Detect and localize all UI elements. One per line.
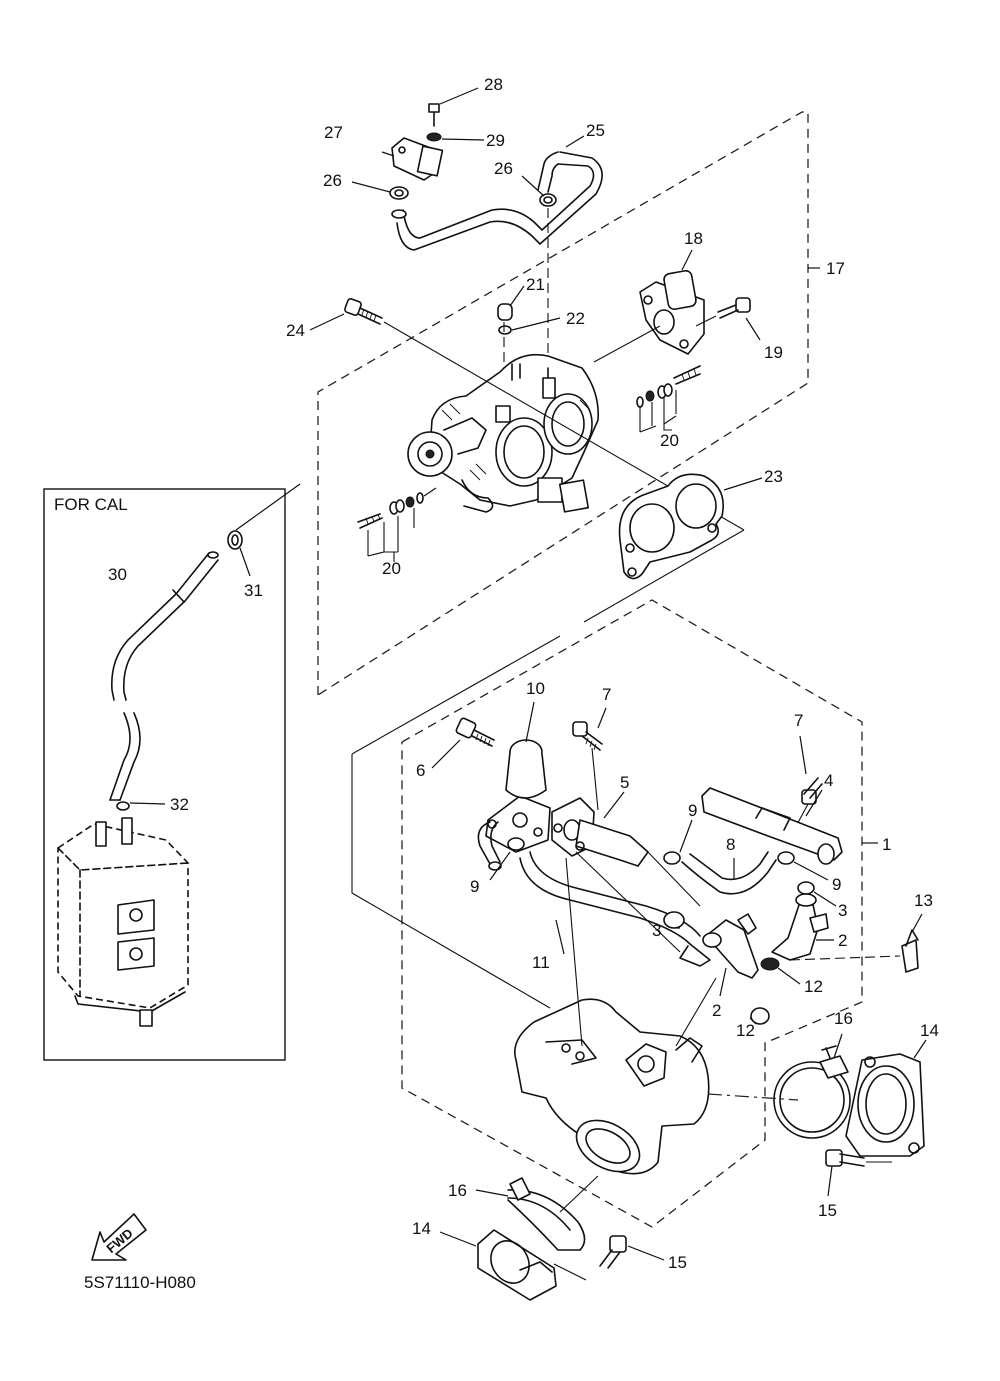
label-6: 6 <box>416 761 425 780</box>
group-17-boundary <box>317 111 820 696</box>
label-20b: 20 <box>382 559 401 578</box>
seal-12a <box>760 957 780 971</box>
label-19: 19 <box>764 343 783 362</box>
clip-32 <box>116 801 130 811</box>
clip-31 <box>227 530 243 550</box>
label-18: 18 <box>684 229 703 248</box>
inset-title: FOR CAL <box>54 495 128 514</box>
label-7a: 7 <box>602 685 611 704</box>
catalog-code: 5S71110-H080 <box>84 1273 196 1292</box>
fuel-rail-4 <box>701 787 843 865</box>
label-14b: 14 <box>412 1219 431 1238</box>
label-12a: 12 <box>804 977 823 996</box>
bolt-7b <box>801 777 823 805</box>
bolt-28 <box>428 103 440 127</box>
throttle-body <box>407 353 599 513</box>
fwd-arrow-icon: FWD <box>91 1213 147 1261</box>
hose-11 <box>519 851 711 967</box>
bolt-7a <box>572 721 603 751</box>
label-20a: 20 <box>660 431 679 450</box>
label-7b: 7 <box>794 711 803 730</box>
seal-12b <box>750 1007 770 1025</box>
fuel-rail-5 <box>551 797 649 867</box>
label-21: 21 <box>526 275 545 294</box>
label-4: 4 <box>824 771 833 790</box>
label-3b: 3 <box>838 901 847 920</box>
clip-9b <box>663 851 681 865</box>
label-15a: 15 <box>818 1201 837 1220</box>
hose-8 <box>681 851 777 895</box>
injector-2b <box>771 893 829 961</box>
label-26b: 26 <box>494 159 513 178</box>
label-23: 23 <box>764 467 783 486</box>
label-29: 29 <box>486 131 505 150</box>
clamp-16a <box>773 1045 851 1139</box>
gasket-23 <box>618 473 724 580</box>
label-26a: 26 <box>323 171 342 190</box>
label-1: 1 <box>882 835 891 854</box>
clip-9a <box>507 837 525 851</box>
washer-29 <box>426 132 442 142</box>
label-22: 22 <box>566 309 585 328</box>
sensor-18 <box>639 269 705 355</box>
label-5: 5 <box>620 773 629 792</box>
label-31: 31 <box>244 581 263 600</box>
for-cal-inset: FOR CAL <box>43 483 301 1061</box>
clip-26a <box>389 186 409 200</box>
screw-set-20a <box>636 365 701 433</box>
label-13: 13 <box>914 891 933 910</box>
label-3a: 3 <box>652 921 661 940</box>
pressure-regulator-10 <box>485 739 551 853</box>
label-11: 11 <box>532 953 550 972</box>
o-ring-3b <box>797 881 815 895</box>
group-17-to-1-guide <box>351 635 561 1009</box>
hose-fitting-10 <box>477 821 502 871</box>
label-25: 25 <box>586 121 605 140</box>
label-15b: 15 <box>668 1253 687 1272</box>
label-16a: 16 <box>834 1009 853 1028</box>
label-9c: 9 <box>470 877 479 896</box>
intake-manifold <box>514 998 710 1175</box>
group-1-boundary <box>401 599 878 1228</box>
clip-22 <box>498 325 512 335</box>
label-32: 32 <box>170 795 189 814</box>
clamp-16b <box>507 1177 586 1251</box>
canister <box>57 817 189 1027</box>
label-9a: 9 <box>688 801 697 820</box>
label-12b: 12 <box>736 1021 755 1040</box>
cap-21 <box>497 303 513 321</box>
label-16b: 16 <box>448 1181 467 1200</box>
hose-30 <box>109 551 219 801</box>
o-ring-3a <box>663 911 685 929</box>
joint-14b <box>477 1229 557 1301</box>
injector-2a <box>702 913 759 979</box>
bolt-19 <box>717 297 751 319</box>
label-2b: 2 <box>712 1001 721 1020</box>
label-9b: 9 <box>832 875 841 894</box>
label-14a: 14 <box>920 1021 939 1040</box>
clip-26b <box>539 193 557 207</box>
clip-13 <box>901 929 919 973</box>
sensor-27 <box>391 137 444 181</box>
label-27: 27 <box>324 123 343 142</box>
label-28: 28 <box>484 75 503 94</box>
label-24: 24 <box>286 321 305 340</box>
label-10: 10 <box>526 679 545 698</box>
screw-set-20b <box>357 487 437 562</box>
label-17: 17 <box>826 259 845 278</box>
bolt-15b <box>599 1235 627 1269</box>
bolt-15a <box>825 1149 865 1167</box>
hose-25 <box>391 151 603 251</box>
bolt-6 <box>455 717 495 747</box>
part-labels: 28 29 27 25 26 26 18 17 21 22 24 19 20 2… <box>108 75 939 1272</box>
bolt-24 <box>344 298 383 325</box>
label-8: 8 <box>726 835 735 854</box>
label-30: 30 <box>108 565 127 584</box>
label-2a: 2 <box>838 931 847 950</box>
clip-9c <box>777 851 795 865</box>
joint-14a <box>845 1053 925 1157</box>
